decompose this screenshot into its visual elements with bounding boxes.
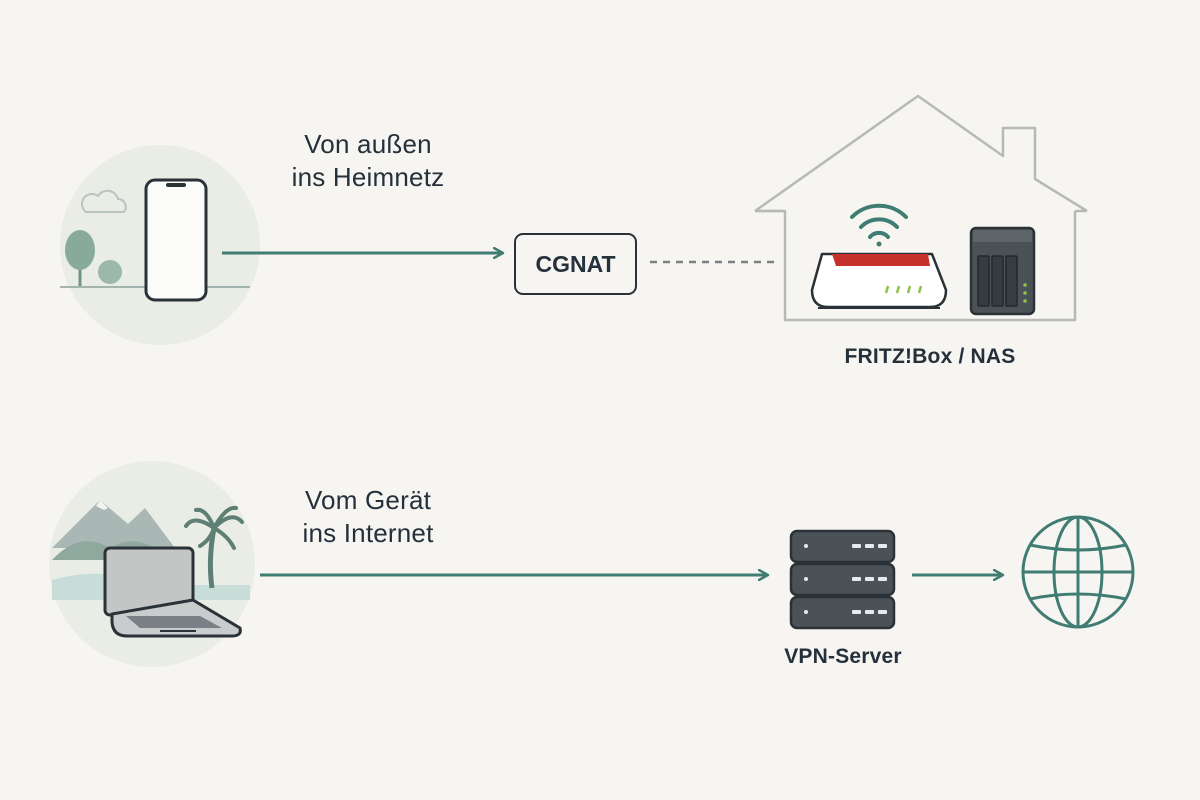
row1-title-line2: ins Heimnetz <box>291 162 445 192</box>
cloud-icon <box>81 189 127 213</box>
home-label: FRITZ!Box / NAS <box>844 345 1016 368</box>
row1-title-line1: Von außen <box>304 129 432 159</box>
laptop-icon <box>103 546 242 638</box>
wifi-icon <box>850 203 908 247</box>
laptop-scene <box>49 461 255 667</box>
cgnat-box: CGNAT <box>514 233 637 295</box>
nas-icon <box>969 226 1036 316</box>
row2-title: Vom Gerät ins Internet <box>268 484 468 550</box>
router-icon <box>810 252 948 309</box>
house-icon <box>754 94 1088 322</box>
row2-title-line2: ins Internet <box>302 518 434 548</box>
vpn-server-label: VPN-Server <box>784 645 902 668</box>
globe-icon <box>1021 515 1135 629</box>
tree-icon <box>60 230 250 288</box>
row2-title-line1: Vom Gerät <box>304 485 432 515</box>
server-icon <box>789 529 896 630</box>
palm-tree-icon <box>184 505 244 589</box>
smartphone-icon <box>144 178 208 302</box>
smartphone-scene <box>60 145 260 345</box>
row1-title: Von außen ins Heimnetz <box>268 128 468 194</box>
